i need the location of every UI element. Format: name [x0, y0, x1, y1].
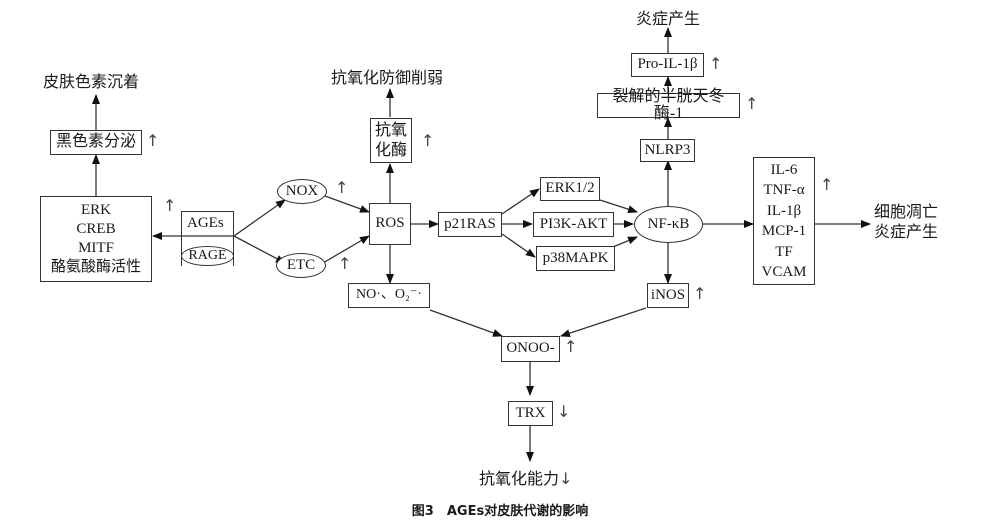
etc-ellipse: ETC	[276, 253, 326, 278]
nfkb-text: NF-κB	[647, 216, 690, 232]
cytokines-box: IL-6 TNF-α IL-1β MCP-1 TF VCAM	[753, 157, 815, 285]
skin-pigmentation-label: 皮肤色素沉着	[43, 74, 140, 91]
vcam-text: VCAM	[761, 264, 807, 280]
antioxidant-enzyme-line1: 抗氧	[374, 121, 407, 139]
rage-text: RAGE	[188, 248, 227, 263]
nfkb-ellipse: NF-κB	[634, 206, 703, 243]
up-arrow-indicator: ↑	[745, 94, 759, 113]
antioxidant-enzyme-line2: 化酶	[374, 141, 407, 159]
trx-box: TRX	[508, 401, 553, 426]
p38mapk-box: p38MAPK	[536, 246, 615, 271]
caspase1-text: 裂解的半胱天冬酶-1	[612, 87, 725, 122]
apoptosis-line1: 细胞凋亡	[874, 204, 939, 221]
antioxidant-enzyme-box: 抗氧 化酶	[370, 118, 412, 163]
up-arrow-indicator: ↑	[820, 175, 834, 194]
ros-text: ROS	[375, 215, 405, 232]
apoptosis-label: 细胞凋亡 炎症产生	[874, 203, 938, 243]
mcp1-text: MCP-1	[761, 223, 807, 239]
caspase1-box: 裂解的半胱天冬酶-1	[597, 88, 740, 121]
no-o2-box: NO·、O₂⁻·	[348, 283, 430, 308]
arrow-ages-to-etc	[233, 235, 286, 264]
arrow-inos-to-onoo	[560, 307, 647, 337]
tnf-alpha-text: TNF-α	[763, 182, 805, 198]
no-o2-text: NO·、O₂⁻·	[356, 287, 422, 303]
melanin-secretion-text: 黑色素分泌	[55, 133, 136, 151]
apoptosis-line2: 炎症产生	[874, 224, 939, 241]
melanin-secretion-box: 黑色素分泌	[50, 130, 142, 155]
il6-text: IL-6	[770, 161, 798, 178]
up-arrow-indicator: ↑	[146, 131, 160, 150]
arrow-p38-to-nfkb	[612, 236, 638, 248]
inos-box: iNOS	[647, 283, 689, 308]
up-arrow-indicator: ↑	[709, 54, 723, 73]
up-arrow-indicator: ↑	[163, 196, 177, 215]
ros-box: ROS	[369, 203, 411, 245]
erk-text: ERK	[81, 202, 111, 218]
arrow-nox-to-ros	[324, 195, 370, 213]
inos-text: iNOS	[650, 286, 686, 303]
creb-text: CREB	[76, 221, 116, 237]
il1b-text: IL-1β	[766, 202, 802, 219]
down-arrow-indicator: ↓	[557, 402, 571, 421]
erk-creb-mitf-box: ERK CREB MITF 酪氨酸酶活性	[40, 196, 152, 282]
etc-text: ETC	[286, 257, 316, 273]
erk12-box: ERK1/2	[540, 177, 600, 201]
p21ras-text: p21RAS	[444, 215, 496, 232]
nlrp3-box: NLRP3	[640, 139, 695, 162]
nox-ellipse: NOX	[277, 179, 327, 204]
ages-rage-node	[181, 211, 234, 266]
ages-text: AGEs	[187, 215, 224, 231]
rage-ellipse: RAGE	[181, 246, 234, 266]
pro-il1b-text: Pro-IL-1β	[637, 56, 698, 73]
nlrp3-text: NLRP3	[644, 141, 691, 158]
down-arrow-indicator: ↓	[559, 469, 573, 488]
up-arrow-indicator: ↑	[693, 284, 707, 303]
trx-text: TRX	[515, 404, 546, 421]
arrow-no-to-onoo	[429, 309, 503, 337]
antioxidant-capacity-text: 抗氧化能力	[479, 471, 560, 488]
onoo-text: ONOO-	[506, 340, 555, 357]
arrow-ages-to-nox	[233, 199, 286, 237]
up-arrow-indicator: ↑	[564, 337, 578, 356]
arrow-p21ras-to-p38	[501, 233, 536, 258]
up-arrow-indicator: ↑	[421, 131, 435, 150]
figure-caption: 图3 AGEs对皮肤代谢的影响	[411, 504, 589, 519]
arrow-erk12-to-nfkb	[599, 199, 638, 214]
antioxidant-capacity-label: 抗氧化能力↓	[479, 465, 572, 489]
p38mapk-text: p38MAPK	[542, 249, 609, 266]
tf-text: TF	[775, 243, 793, 260]
onoo-box: ONOO-	[501, 336, 560, 362]
pi3k-akt-box: PI3K-AKT	[533, 212, 614, 237]
up-arrow-indicator: ↑	[335, 178, 349, 197]
mitf-text: MITF	[78, 240, 114, 256]
pro-il1b-box: Pro-IL-1β	[631, 53, 704, 77]
inflammation-top-label: 炎症产生	[636, 11, 701, 28]
erk12-text: ERK1/2	[545, 180, 595, 197]
tyrosinase-text: 酪氨酸酶活性	[50, 259, 141, 275]
antioxidant-defense-weak-label: 抗氧化防御削弱	[331, 70, 444, 87]
nox-text: NOX	[285, 183, 319, 199]
up-arrow-indicator: ↑	[338, 254, 352, 273]
p21ras-box: p21RAS	[438, 212, 502, 237]
arrow-p21ras-to-erk12	[501, 188, 540, 215]
pi3k-akt-text: PI3K-AKT	[539, 215, 608, 232]
arrow-etc-to-ros	[322, 235, 370, 264]
